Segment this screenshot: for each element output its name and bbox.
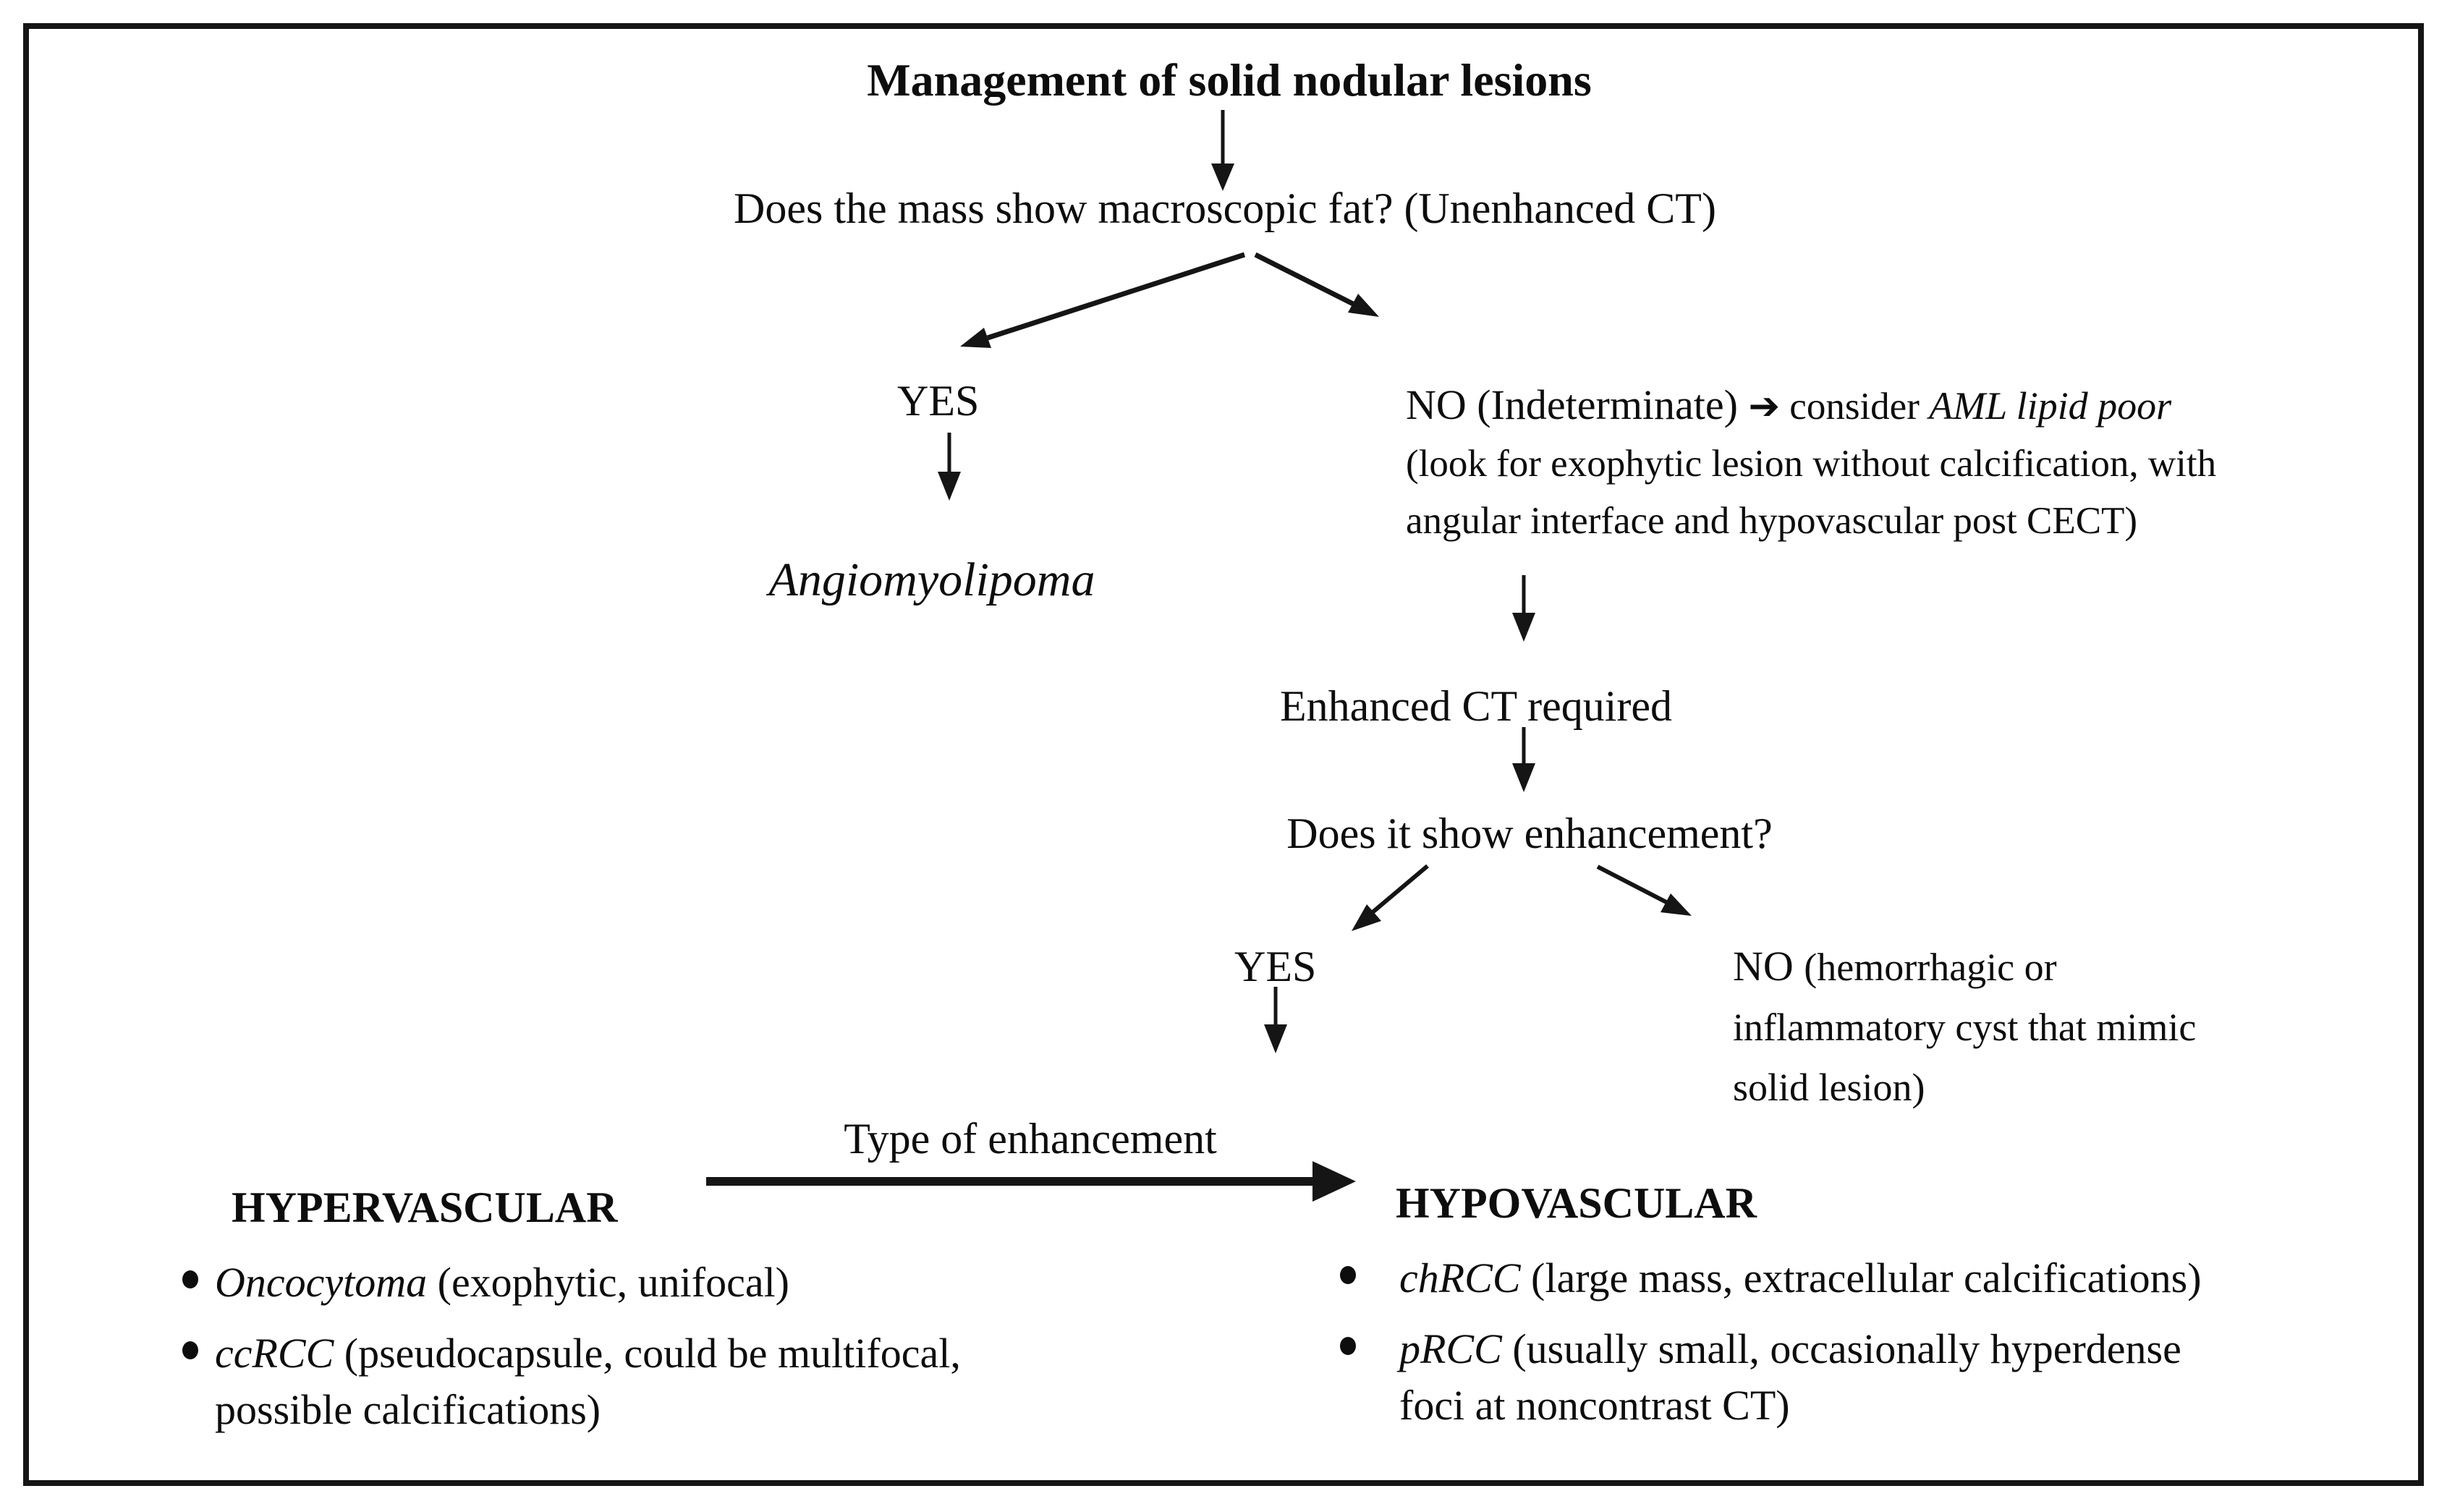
no-cyst-line1: NO (hemorrhagic or bbox=[1733, 936, 2196, 998]
arrow-question2-to-yes bbox=[1352, 864, 1429, 931]
arrow-yes-to-angiomyolipoma bbox=[938, 433, 961, 501]
type-of-enhancement-label: Type of enhancement bbox=[844, 1115, 1217, 1163]
ccrcc-name: ccRCC bbox=[215, 1330, 334, 1377]
question-macroscopic-fat: Does the mass show macroscopic fat? (Une… bbox=[734, 184, 1716, 232]
bullet-icon bbox=[1340, 1337, 1356, 1355]
aml-lipid-poor: AML lipid poor bbox=[1929, 384, 2172, 428]
page-title: Management of solid nodular lesions bbox=[867, 54, 1592, 106]
no-indeterminate-line3: angular interface and hypovascular post … bbox=[1406, 500, 2138, 542]
arrow-yes2-down bbox=[1264, 987, 1287, 1053]
bullet-icon bbox=[182, 1270, 198, 1288]
arrow-question2-to-no bbox=[1596, 865, 1692, 916]
yes2-label: YES bbox=[1234, 943, 1317, 990]
hypervascular-header: HYPERVASCULAR bbox=[232, 1184, 618, 1231]
chrcc-detail: (large mass, extracellular calcification… bbox=[1520, 1254, 2202, 1301]
arrow-type-of-enhancement bbox=[706, 1161, 1356, 1202]
consider-text: consider bbox=[1780, 386, 1930, 428]
prcc-detail2: foci at noncontrast CT) bbox=[1399, 1382, 1790, 1429]
hypervascular-column: HYPERVASCULAR Oncocytoma (exophytic, uni… bbox=[182, 1179, 1253, 1453]
step-enhanced-ct: Enhanced CT required bbox=[1279, 682, 1673, 730]
list-item: ccRCC (pseudocapsule, could be multifoca… bbox=[182, 1325, 1253, 1438]
list-item: pRCC (usually small, occasionally hyperd… bbox=[1340, 1321, 2425, 1434]
no-indeterminate-line1: NO (Indeterminate) ➔ consider AML lipid … bbox=[1406, 376, 2216, 436]
no-indeterminate-block: NO (Indeterminate) ➔ consider AML lipid … bbox=[1406, 376, 2216, 550]
hypovascular-header: HYPOVASCULAR bbox=[1396, 1179, 1757, 1227]
ccrcc-detail: (pseudocapsule, could be multifocal, bbox=[334, 1330, 961, 1377]
arrow-title-to-question1 bbox=[1211, 110, 1234, 191]
prcc-detail: (usually small, occasionally hyperdense bbox=[1501, 1325, 2181, 1372]
ccrcc-detail2: possible calcifications) bbox=[215, 1386, 601, 1433]
no-cyst-line3: solid lesion) bbox=[1733, 1066, 1925, 1109]
no-indeterminate-label: NO (Indeterminate) bbox=[1406, 381, 1749, 428]
bullet-icon bbox=[182, 1341, 198, 1359]
no-indeterminate-line2: (look for exophytic lesion without calci… bbox=[1406, 443, 2217, 485]
no-cyst-paren: (hemorrhagic or bbox=[1804, 946, 2057, 989]
no-cyst-label: NO bbox=[1733, 943, 1804, 990]
prcc-name: pRCC bbox=[1399, 1325, 1502, 1372]
yes1-label: YES bbox=[897, 377, 980, 425]
arrow-no-to-enhanced-ct bbox=[1512, 575, 1535, 642]
question-enhancement: Does it show enhancement? bbox=[1286, 810, 1773, 857]
list-item: chRCC (large mass, extracellular calcifi… bbox=[1340, 1250, 2425, 1307]
no-cyst-block: NO (hemorrhagic or inflammatory cyst tha… bbox=[1733, 936, 2196, 1118]
hypovascular-column: HYPOVASCULAR chRCC (large mass, extracel… bbox=[1340, 1175, 2425, 1448]
arrow-question1-to-no bbox=[1254, 252, 1379, 317]
right-arrow-icon: ➔ bbox=[1748, 385, 1781, 428]
outer-border bbox=[23, 23, 2424, 1486]
oncocytoma-detail: (exophytic, unifocal) bbox=[427, 1259, 789, 1306]
result-angiomyolipoma: Angiomyolipoma bbox=[768, 553, 1095, 606]
arrow-question1-to-yes bbox=[960, 252, 1246, 348]
list-item: Oncocytoma (exophytic, unifocal) bbox=[182, 1254, 1253, 1311]
oncocytoma-name: Oncocytoma bbox=[215, 1259, 428, 1306]
chrcc-name: chRCC bbox=[1399, 1254, 1521, 1301]
arrow-enhanced-ct-to-question2 bbox=[1512, 727, 1535, 792]
bullet-icon bbox=[1340, 1266, 1356, 1284]
no-cyst-line2: inflammatory cyst that mimic bbox=[1733, 1006, 2197, 1049]
